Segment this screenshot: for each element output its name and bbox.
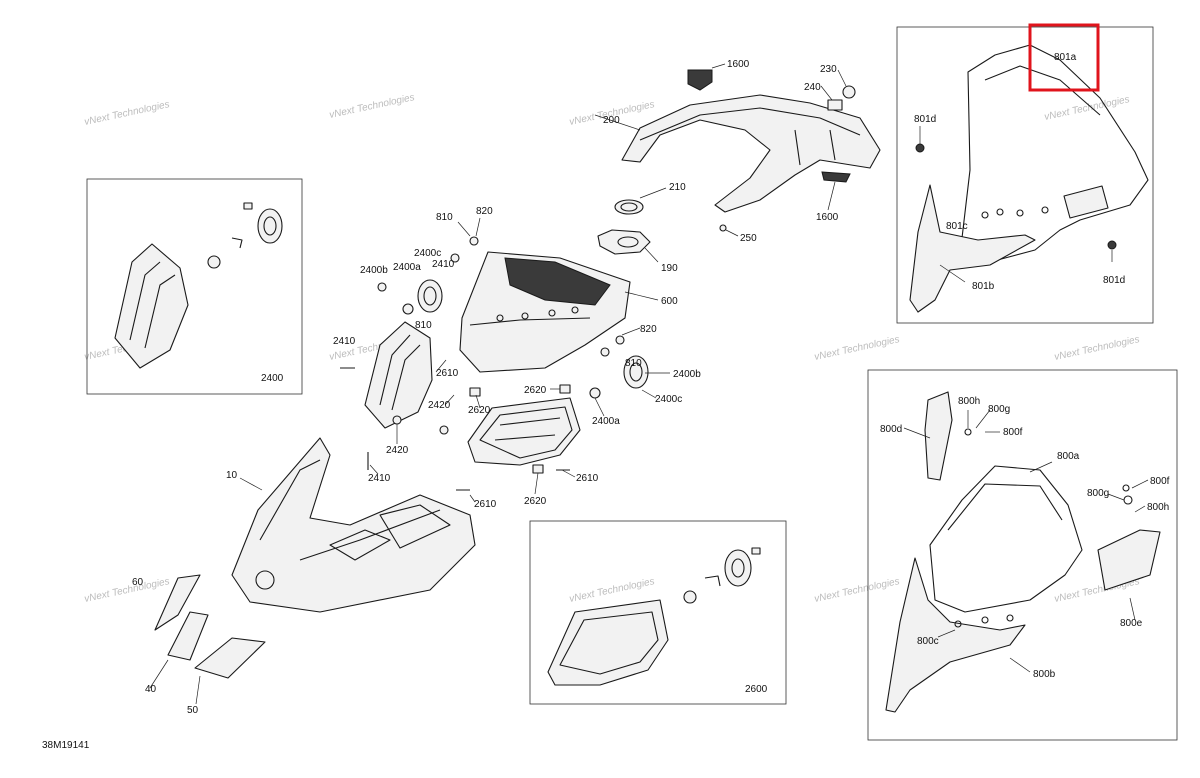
label-2400c: 2400c bbox=[414, 248, 441, 259]
watermark-text: vNext Technologies bbox=[83, 576, 170, 605]
headlight-housing-600 bbox=[459, 251, 631, 373]
label-210: 210 bbox=[669, 182, 686, 193]
label-2620: 2620 bbox=[524, 496, 547, 507]
part-labels: 1600 230 240 200 210 190 1600 250 810 82… bbox=[132, 52, 1170, 716]
label-230: 230 bbox=[820, 64, 837, 75]
label-10: 10 bbox=[226, 470, 238, 481]
label-2610: 2610 bbox=[436, 368, 459, 379]
watermark-text: vNext Technologies bbox=[1053, 334, 1140, 363]
headlight-2400-exploded bbox=[364, 321, 433, 429]
watermark-text: vNext Technologies bbox=[813, 334, 900, 363]
label-800a: 800a bbox=[1057, 451, 1080, 462]
label-800h: 800h bbox=[958, 396, 980, 407]
detail-2600-parts bbox=[547, 547, 761, 686]
label-801d: 801d bbox=[914, 114, 936, 125]
label-2400b: 2400b bbox=[360, 265, 388, 276]
ring-210-inner bbox=[620, 202, 638, 212]
label-800f: 800f bbox=[1003, 427, 1023, 438]
label-800b: 800b bbox=[1033, 669, 1056, 680]
label-2610: 2610 bbox=[576, 473, 599, 484]
watermark-text: vNext Technologies bbox=[83, 99, 170, 128]
label-801d: 801d bbox=[1103, 275, 1125, 286]
label-800g: 800g bbox=[988, 404, 1010, 415]
label-2400b: 2400b bbox=[673, 369, 701, 380]
watermark-text: vNext Technologies bbox=[328, 92, 415, 121]
label-800f: 800f bbox=[1150, 476, 1170, 487]
detail-800-parts bbox=[885, 391, 1161, 713]
label-2620: 2620 bbox=[524, 385, 547, 396]
label-200: 200 bbox=[603, 115, 620, 126]
watermark-text: vNext Technologies bbox=[1043, 94, 1130, 123]
label-801b: 801b bbox=[972, 281, 995, 292]
detail-box-2600 bbox=[529, 520, 787, 705]
headlight-2600-exploded bbox=[467, 397, 581, 466]
label-2400a: 2400a bbox=[393, 262, 421, 273]
label-2610: 2610 bbox=[474, 499, 497, 510]
ring-210 bbox=[614, 199, 644, 215]
label-800e: 800e bbox=[1120, 618, 1143, 629]
label-40: 40 bbox=[145, 684, 157, 695]
detail-801-parts bbox=[909, 44, 1149, 313]
label-800h: 800h bbox=[1147, 502, 1169, 513]
label-810: 810 bbox=[415, 320, 432, 331]
label-2600: 2600 bbox=[745, 684, 768, 695]
figure-code: 38M19141 bbox=[42, 740, 90, 751]
label-60: 60 bbox=[132, 577, 144, 588]
label-1600: 1600 bbox=[727, 59, 750, 70]
bracket-190 bbox=[597, 229, 651, 255]
label-810: 810 bbox=[625, 358, 642, 369]
label-800d: 800d bbox=[880, 424, 902, 435]
leader-lines bbox=[149, 63, 1149, 705]
label-2400: 2400 bbox=[261, 373, 284, 384]
label-2410: 2410 bbox=[432, 259, 455, 270]
label-190: 190 bbox=[661, 263, 678, 274]
label-800c: 800c bbox=[917, 636, 939, 647]
highlight-box-801a bbox=[1028, 23, 1100, 92]
detail-box-2400 bbox=[86, 178, 303, 395]
label-2410: 2410 bbox=[333, 336, 356, 347]
label-820: 820 bbox=[476, 206, 493, 217]
label-810: 810 bbox=[436, 212, 453, 223]
hood-10 bbox=[231, 437, 476, 613]
watermarks: vNext Technologies vNext Technologies vN… bbox=[83, 92, 1140, 605]
label-250: 250 bbox=[740, 233, 757, 244]
vent-60 bbox=[154, 574, 201, 631]
label-801c: 801c bbox=[946, 221, 968, 232]
label-600: 600 bbox=[661, 296, 678, 307]
label-50: 50 bbox=[187, 705, 199, 716]
lamp-holders bbox=[340, 236, 649, 491]
upper-bracket-200 bbox=[621, 69, 881, 232]
label-2420: 2420 bbox=[428, 400, 451, 411]
label-820: 820 bbox=[640, 324, 657, 335]
label-2420: 2420 bbox=[386, 445, 409, 456]
label-800g: 800g bbox=[1087, 488, 1109, 499]
detail-box-800 bbox=[867, 369, 1178, 741]
watermark-text: vNext Technologies bbox=[568, 576, 655, 605]
watermark-text: vNext Technologies bbox=[813, 576, 900, 605]
label-2620: 2620 bbox=[468, 405, 491, 416]
label-2400a: 2400a bbox=[592, 416, 620, 427]
vent-50 bbox=[194, 637, 266, 679]
vent-40 bbox=[167, 611, 209, 661]
detail-2400-parts bbox=[114, 202, 283, 369]
bracket-190-hole bbox=[617, 236, 639, 248]
label-2410: 2410 bbox=[368, 473, 391, 484]
label-801a: 801a bbox=[1054, 52, 1077, 63]
label-2400c: 2400c bbox=[655, 394, 682, 405]
label-240: 240 bbox=[804, 82, 821, 93]
detail-box-801 bbox=[896, 26, 1154, 324]
label-1600: 1600 bbox=[816, 212, 839, 223]
